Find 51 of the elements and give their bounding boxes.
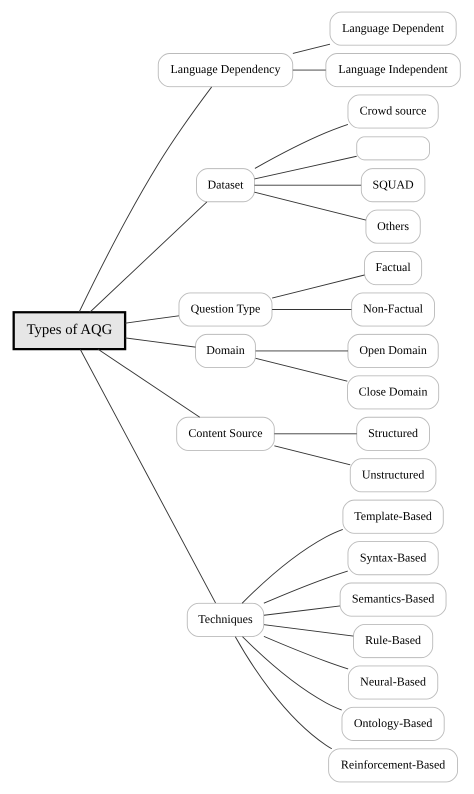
node-box: Crowd source xyxy=(348,94,439,129)
node-box: Domain xyxy=(195,334,256,368)
node-box xyxy=(356,136,430,160)
node-box: Language Dependency xyxy=(158,53,294,88)
node-box: Unstructured xyxy=(350,458,436,492)
connector xyxy=(292,70,326,71)
connector xyxy=(89,201,208,313)
connector xyxy=(263,570,348,604)
node-box: Rule-Based xyxy=(353,624,434,658)
connector xyxy=(274,433,358,434)
connector xyxy=(274,445,351,466)
connector xyxy=(254,192,366,221)
node-box: Language Independent xyxy=(325,53,461,88)
connector xyxy=(264,624,354,637)
node-box: Semantics-Based xyxy=(340,582,446,617)
connector xyxy=(292,44,330,54)
connector xyxy=(124,315,180,324)
connector xyxy=(80,348,216,604)
node-box: Content Source xyxy=(176,416,275,451)
connector xyxy=(254,124,348,169)
node-box: Techniques xyxy=(186,602,264,637)
connector xyxy=(263,636,349,670)
connector xyxy=(264,606,340,616)
connector xyxy=(255,358,348,382)
node-box: Non-Factual xyxy=(351,292,435,327)
node-box: Dataset xyxy=(196,168,255,202)
node-box: Syntax-Based xyxy=(348,541,439,576)
node-box: SQUAD xyxy=(360,168,426,202)
node-box: Close Domain xyxy=(347,375,440,410)
connector xyxy=(254,156,358,180)
node-box: Factual xyxy=(364,251,422,286)
node-box: Template-Based xyxy=(342,500,444,534)
node-box: Structured xyxy=(356,416,430,451)
connector xyxy=(272,309,352,310)
connector xyxy=(124,337,196,348)
connector xyxy=(234,636,332,750)
connector xyxy=(255,350,348,352)
node-box: Question Type xyxy=(178,292,272,327)
connector xyxy=(97,348,200,418)
node-box: Types of AQG xyxy=(12,311,126,350)
connector xyxy=(78,86,212,313)
connector xyxy=(272,274,365,299)
node-box: Open Domain xyxy=(348,334,439,368)
node-box: Language Dependent xyxy=(330,12,457,46)
node-box: Others xyxy=(365,210,421,244)
connector xyxy=(242,528,344,604)
connector xyxy=(254,184,362,186)
connector xyxy=(242,636,342,711)
node-box: Reinforcement-Based xyxy=(328,748,458,782)
node-box: Ontology-Based xyxy=(342,706,445,741)
node-box: Neural-Based xyxy=(348,665,438,700)
